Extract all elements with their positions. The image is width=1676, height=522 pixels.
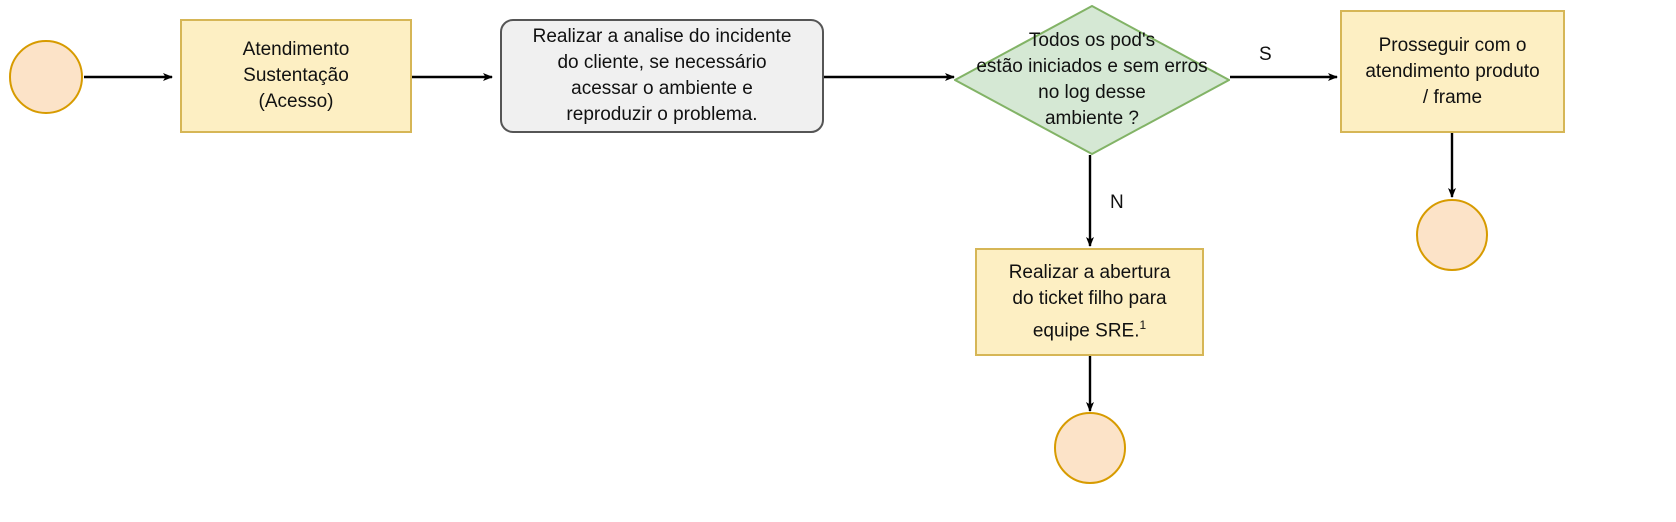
node-ticket-sre-footnote-marker: 1 (1139, 317, 1147, 332)
node-prosseguir-label: Prosseguir com o atendimento produto / f… (1365, 34, 1540, 108)
node-analise-label: Realizar a analise do incidente do clien… (532, 26, 792, 125)
node-decisao-label: Todos os pod's estão iniciados e sem err… (976, 30, 1208, 129)
diamond-shape (954, 5, 1230, 155)
node-atendimento-label: Atendimento Sustentação (Acesso) (242, 39, 350, 112)
node-decisao-pods[interactable]: Todos os pod's estão iniciados e sem err… (954, 5, 1230, 155)
node-prosseguir-atendimento[interactable]: Prosseguir com o atendimento produto / f… (1340, 10, 1565, 133)
node-ticket-sre-label: Realizar a abertura do ticket filho para… (1009, 260, 1171, 344)
node-end-bottom[interactable] (1054, 412, 1126, 484)
node-abertura-ticket-sre[interactable]: Realizar a abertura do ticket filho para… (975, 248, 1204, 356)
node-atendimento-sustentacao[interactable]: Atendimento Sustentação (Acesso) (180, 19, 412, 133)
node-ticket-sre-main-text: Realizar a abertura do ticket filho para… (1008, 261, 1171, 342)
node-realizar-analise[interactable]: Realizar a analise do incidente do clien… (500, 19, 824, 133)
node-start[interactable] (9, 40, 83, 114)
edge-label-yes: S (1259, 44, 1272, 65)
node-end-right[interactable] (1416, 199, 1488, 271)
edge-label-no: N (1110, 192, 1124, 213)
